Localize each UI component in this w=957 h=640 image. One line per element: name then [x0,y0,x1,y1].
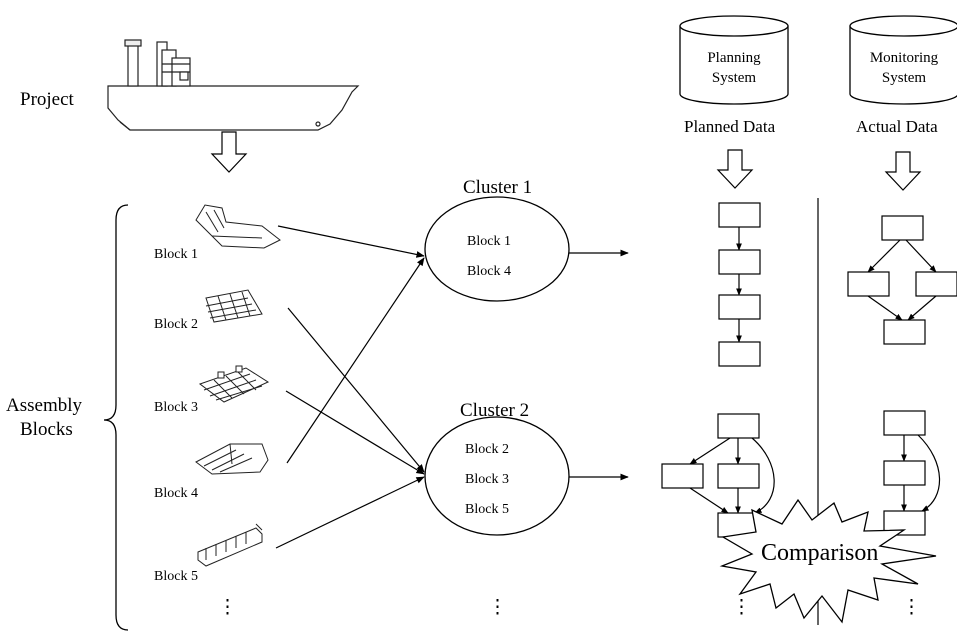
planning-system-line2: System [711,70,757,87]
planning-system-label: Planning System [680,48,788,89]
monitoring-system-label: Monitoring System [850,48,957,89]
cluster-1-item: Block 1 [467,234,511,249]
actual-flow-2 [883,410,941,536]
cluster-2-item: Block 5 [465,502,509,517]
cluster-2-title: Cluster 2 [460,400,530,421]
block-5-sketch [197,523,263,567]
block-3-sketch [198,365,270,403]
cluster-1-item: Block 4 [467,264,511,279]
flow-box [717,463,760,489]
project-label: Project [20,89,74,110]
flow-box [883,510,926,536]
cluster-2-ellipse [424,416,570,536]
block-1-sketch [195,204,281,249]
planned-flow-1 [718,202,761,367]
flow-box [717,413,760,439]
cluster-1-ellipse [424,196,570,302]
monitoring-system-line1: Monitoring [869,50,939,66]
block-2-sketch [205,289,263,323]
planned-data-label: Planned Data [684,117,776,136]
block-4-label: Block 4 [154,486,198,501]
arrow-block1-cluster1 [277,225,425,258]
flow-box [718,249,761,275]
actual-flow-1 [847,215,957,345]
flow-box [847,271,890,297]
arrow-block5-cluster2 [275,476,425,549]
ellipsis-blocks: ⋮ [218,597,237,618]
assembly-label-line2: Blocks [20,419,73,440]
assembly-label-line1: Assembly [6,395,82,416]
block-to-cluster-arrows [275,225,425,549]
flow-box [661,463,704,489]
planning-system-line1: Planning [707,50,761,66]
flow-box [718,202,761,228]
flow-box [881,215,924,241]
comparison-starburst [719,498,937,624]
block-4-sketch [195,443,269,475]
monitoring-system-cylinder [849,15,957,105]
monitoring-system-line2: System [881,70,927,87]
block-5-label: Block 5 [154,569,198,584]
cluster-2-item: Block 3 [465,472,509,487]
actual-data-label: Actual Data [856,117,938,136]
flow-box [883,460,926,486]
assembly-brace [103,204,129,631]
arrow-block3-cluster2 [285,390,425,475]
block-2-label: Block 2 [154,317,198,332]
planning-system-cylinder [679,15,789,105]
block-3-label: Block 3 [154,400,198,415]
ellipsis-clusters: ⋮ [488,597,507,618]
ellipsis-planned: ⋮ [732,597,751,618]
cluster-1-title: Cluster 1 [463,177,533,198]
ship-icon [107,39,360,131]
ellipsis-actual: ⋮ [902,597,921,618]
block-1-label: Block 1 [154,247,198,262]
hollow-down-arrow-actual [884,151,922,191]
hollow-down-arrow-planned [716,149,754,189]
hollow-down-arrow-project [210,131,248,173]
arrow-block2-cluster2 [287,307,425,473]
arrow-block4-cluster1 [286,257,425,464]
comparison-label: Comparison [761,540,879,566]
flow-box [915,271,957,297]
flow-box [718,294,761,320]
flow-box [883,319,926,345]
flow-box [718,341,761,367]
cluster-2-item: Block 2 [465,442,509,457]
planned-flow-2 [661,413,775,538]
flow-box [883,410,926,436]
